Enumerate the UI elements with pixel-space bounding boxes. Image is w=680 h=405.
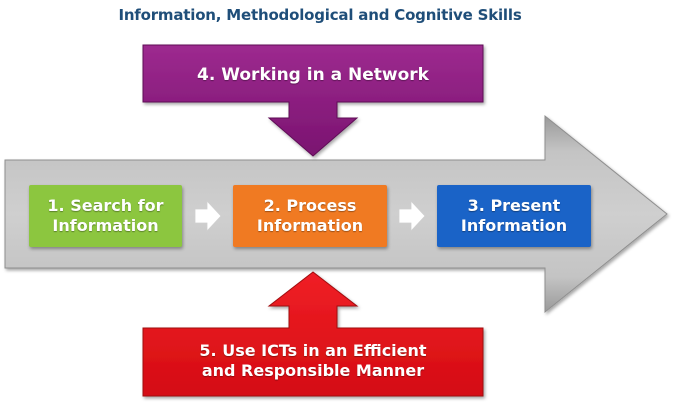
- step-search-line2: Information: [52, 216, 159, 235]
- ict-callout: [142, 271, 484, 397]
- step-process-line1: 2. Process: [263, 196, 357, 216]
- ict-label-line2: and Responsible Manner: [201, 361, 425, 380]
- network-callout: [142, 44, 484, 157]
- step-process-box: 2. Process Information: [233, 185, 387, 247]
- connector-arrow-2-icon: [398, 199, 426, 233]
- network-label-box: 4. Working in a Network: [143, 52, 483, 98]
- connector-arrow-1-icon: [194, 199, 222, 233]
- step-present-line2: Information: [460, 216, 568, 235]
- ict-label-box: 5. Use ICTs in an Efficient and Responsi…: [143, 330, 483, 392]
- step-search-line1: 1. Search for: [47, 196, 164, 216]
- step-present-line1: 3. Present: [467, 196, 561, 216]
- network-label: 4. Working in a Network: [197, 64, 429, 85]
- step-search-box: 1. Search for Information: [29, 185, 182, 247]
- step-process-line2: Information: [256, 216, 364, 235]
- diagram-title: Information, Methodological and Cognitiv…: [118, 6, 522, 24]
- ict-label-line1: 5. Use ICTs in an Efficient: [199, 341, 427, 361]
- step-present-box: 3. Present Information: [437, 185, 591, 247]
